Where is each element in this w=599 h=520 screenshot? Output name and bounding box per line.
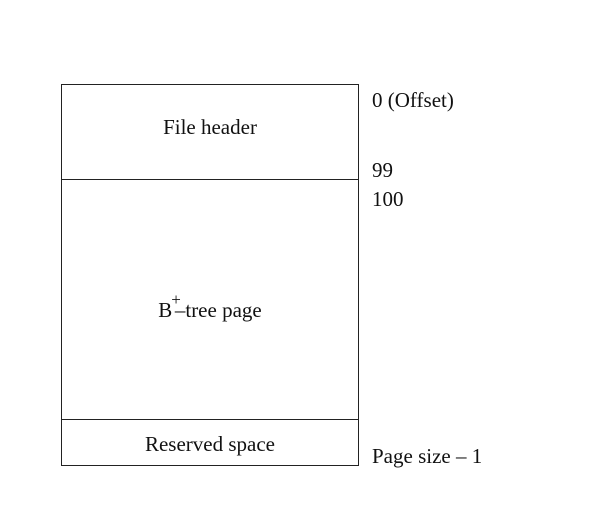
btree-rest-text: –tree page	[174, 298, 262, 322]
offset-header-end-label: 99	[372, 158, 393, 182]
btree-page-block: B+–tree page	[61, 179, 359, 420]
reserved-space-block: Reserved space	[61, 419, 359, 466]
btree-page-label: B+–tree page	[62, 291, 358, 322]
offset-btree-start-label: 100	[372, 187, 404, 211]
file-header-block: File header	[61, 84, 359, 180]
btree-plus-superscript: +	[171, 290, 181, 309]
offset-start-label: 0 (Offset)	[372, 88, 454, 112]
file-header-label: File header	[163, 115, 257, 139]
offset-page-end-label: Page size – 1	[372, 444, 483, 468]
btree-base-text: B	[158, 298, 173, 322]
reserved-space-label: Reserved space	[144, 432, 276, 456]
